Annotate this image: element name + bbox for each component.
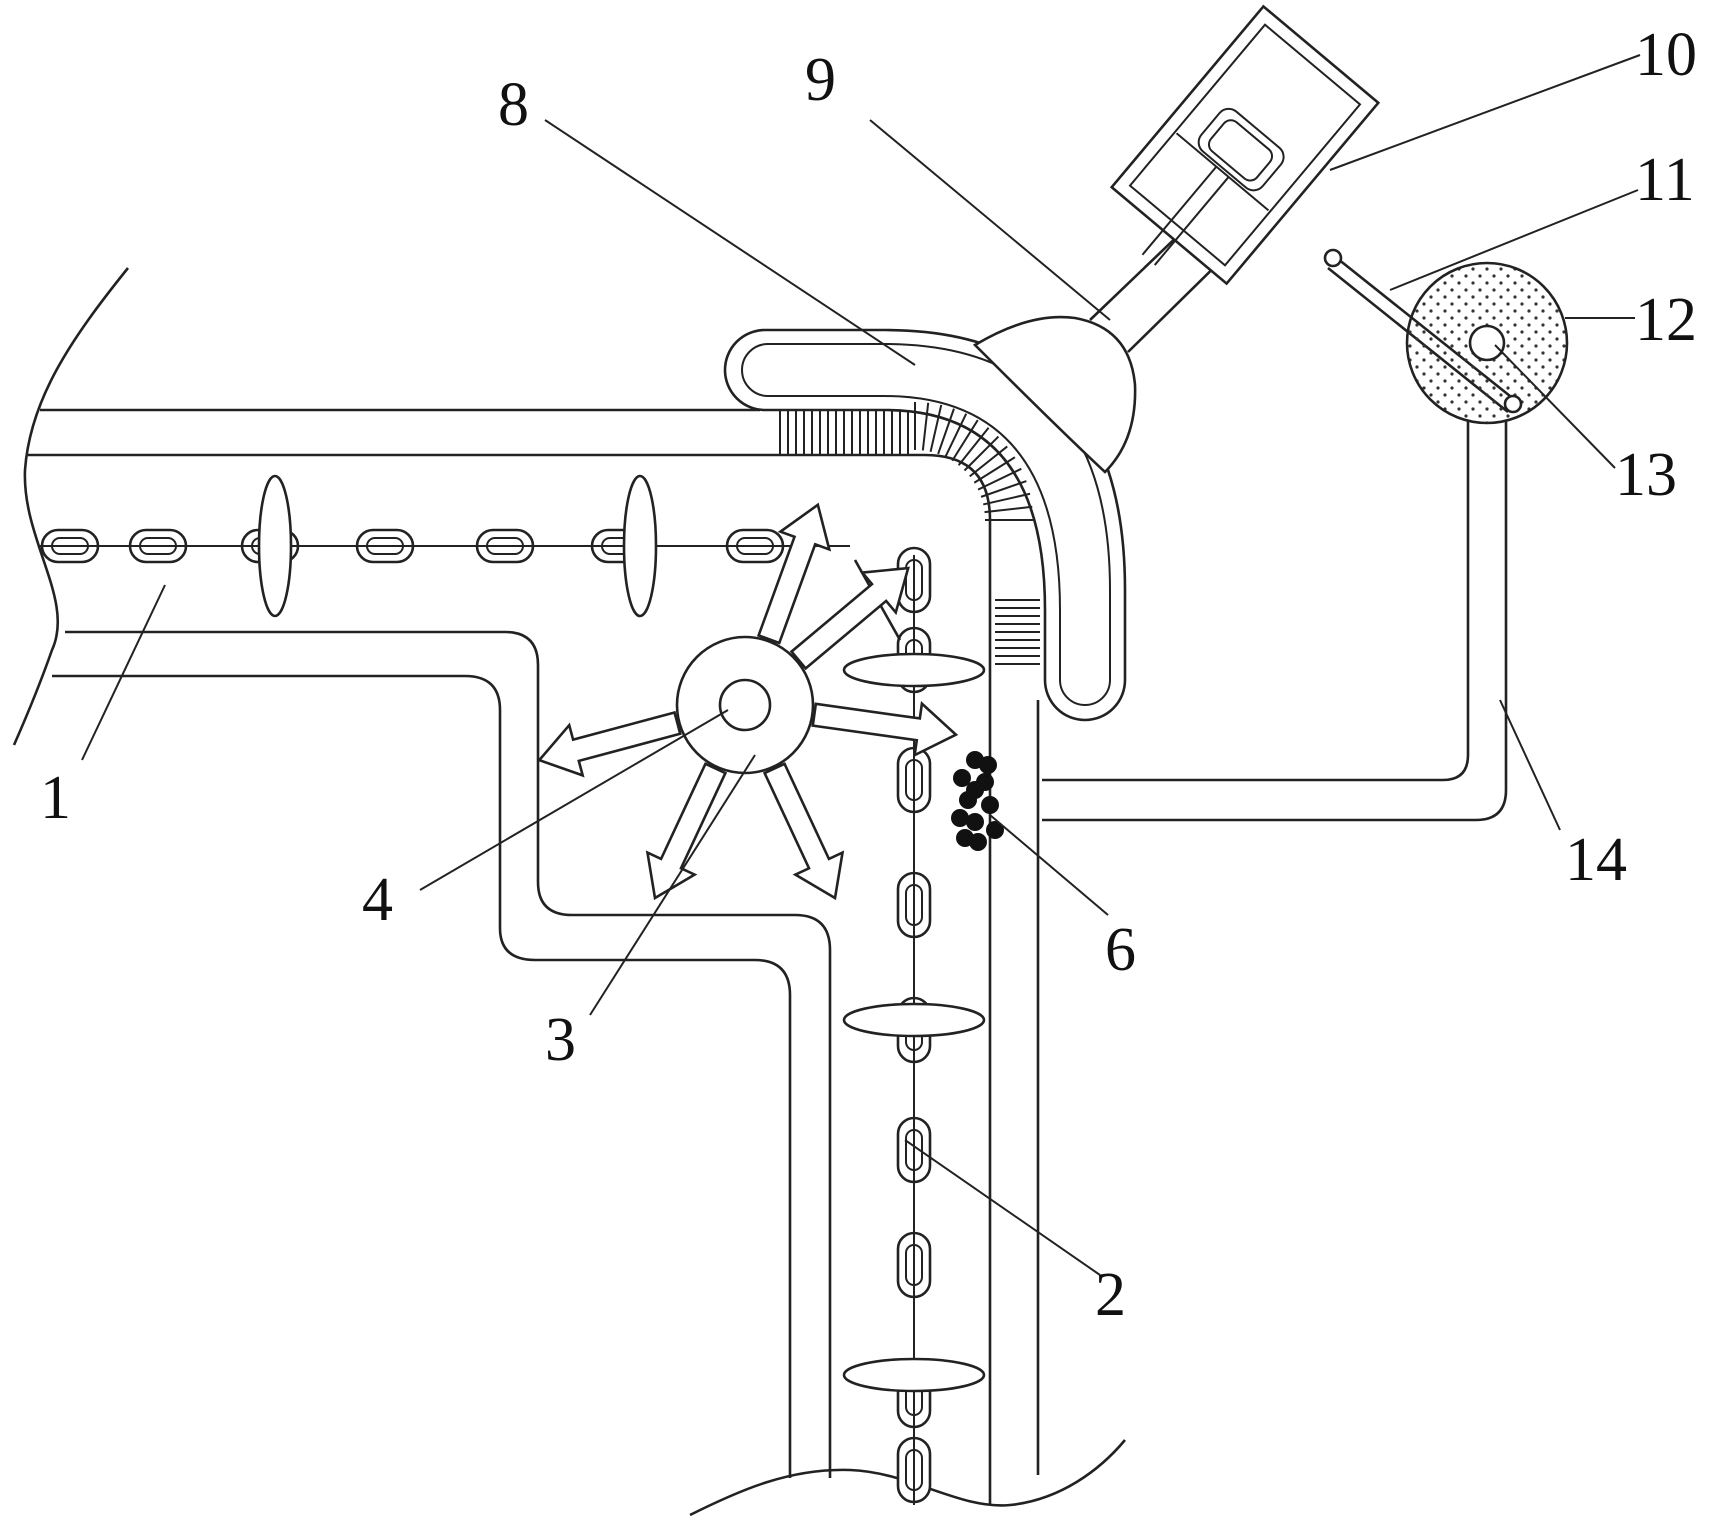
label-10: 10	[1635, 21, 1697, 89]
scraper-plate	[257, 474, 293, 618]
inner-top-wall	[28, 453, 992, 1505]
debris-particle	[979, 756, 997, 774]
label-12: 12	[1635, 286, 1697, 354]
vertical-chain	[842, 546, 986, 1505]
debris-particle	[986, 821, 1004, 839]
label-1: 1	[40, 764, 71, 832]
sprocket-spoke	[811, 700, 959, 758]
debris-lump	[951, 751, 1004, 851]
cylinder-housing	[1109, 4, 1381, 286]
disc-shaft	[1468, 324, 1506, 362]
disc-crank-pin	[1503, 394, 1523, 414]
bristle	[973, 456, 1016, 484]
sprocket-spoke	[645, 762, 728, 901]
label-13: 13	[1615, 441, 1677, 509]
support-bracket-inner	[1042, 420, 1470, 782]
sprocket-spoke	[756, 502, 832, 645]
debris-particle	[966, 813, 984, 831]
bristle	[951, 419, 979, 462]
leader-lines	[81, 54, 1641, 1276]
sprocket-shaft	[718, 678, 772, 732]
label-4: 4	[362, 866, 393, 934]
channel-bottom-wall-1	[65, 630, 832, 1478]
sprocket-wheel	[537, 502, 959, 901]
bristle	[969, 445, 1008, 478]
sprocket-spoke	[537, 710, 682, 778]
debris-particle	[953, 769, 971, 787]
label-14: 14	[1565, 826, 1627, 894]
bristle	[937, 408, 955, 455]
debris-particle	[966, 781, 984, 799]
bristle	[963, 435, 1000, 472]
label-9: 9	[805, 46, 836, 114]
bristle	[957, 427, 990, 466]
dome-housing	[972, 315, 1137, 474]
label-11: 11	[1635, 146, 1695, 214]
label-6: 6	[1105, 916, 1136, 984]
scraper-plate	[622, 474, 658, 618]
bristle	[921, 402, 930, 451]
debris-particle	[951, 809, 969, 827]
bristle	[983, 492, 1031, 506]
debris-particle	[956, 829, 974, 847]
link-pivot-top	[1323, 248, 1343, 268]
bristle	[944, 413, 968, 458]
sprocket-spoke	[762, 762, 845, 901]
bristle-brush	[779, 402, 1040, 665]
scraper-plate	[842, 1002, 986, 1038]
channel-bottom-wall-2	[52, 674, 792, 1478]
horizontal-chain	[40, 474, 850, 618]
left-break-line	[12, 267, 130, 746]
scraper-plate	[842, 652, 986, 688]
label-8: 8	[498, 71, 529, 139]
debris-particle	[981, 796, 999, 814]
bristle	[984, 505, 1033, 514]
label-2: 2	[1095, 1261, 1126, 1329]
bristle	[929, 404, 943, 452]
sprocket-spoke	[789, 566, 910, 671]
scraper-plate	[842, 1357, 986, 1393]
label-3: 3	[545, 1006, 576, 1074]
support-bracket-outer	[1042, 420, 1508, 822]
